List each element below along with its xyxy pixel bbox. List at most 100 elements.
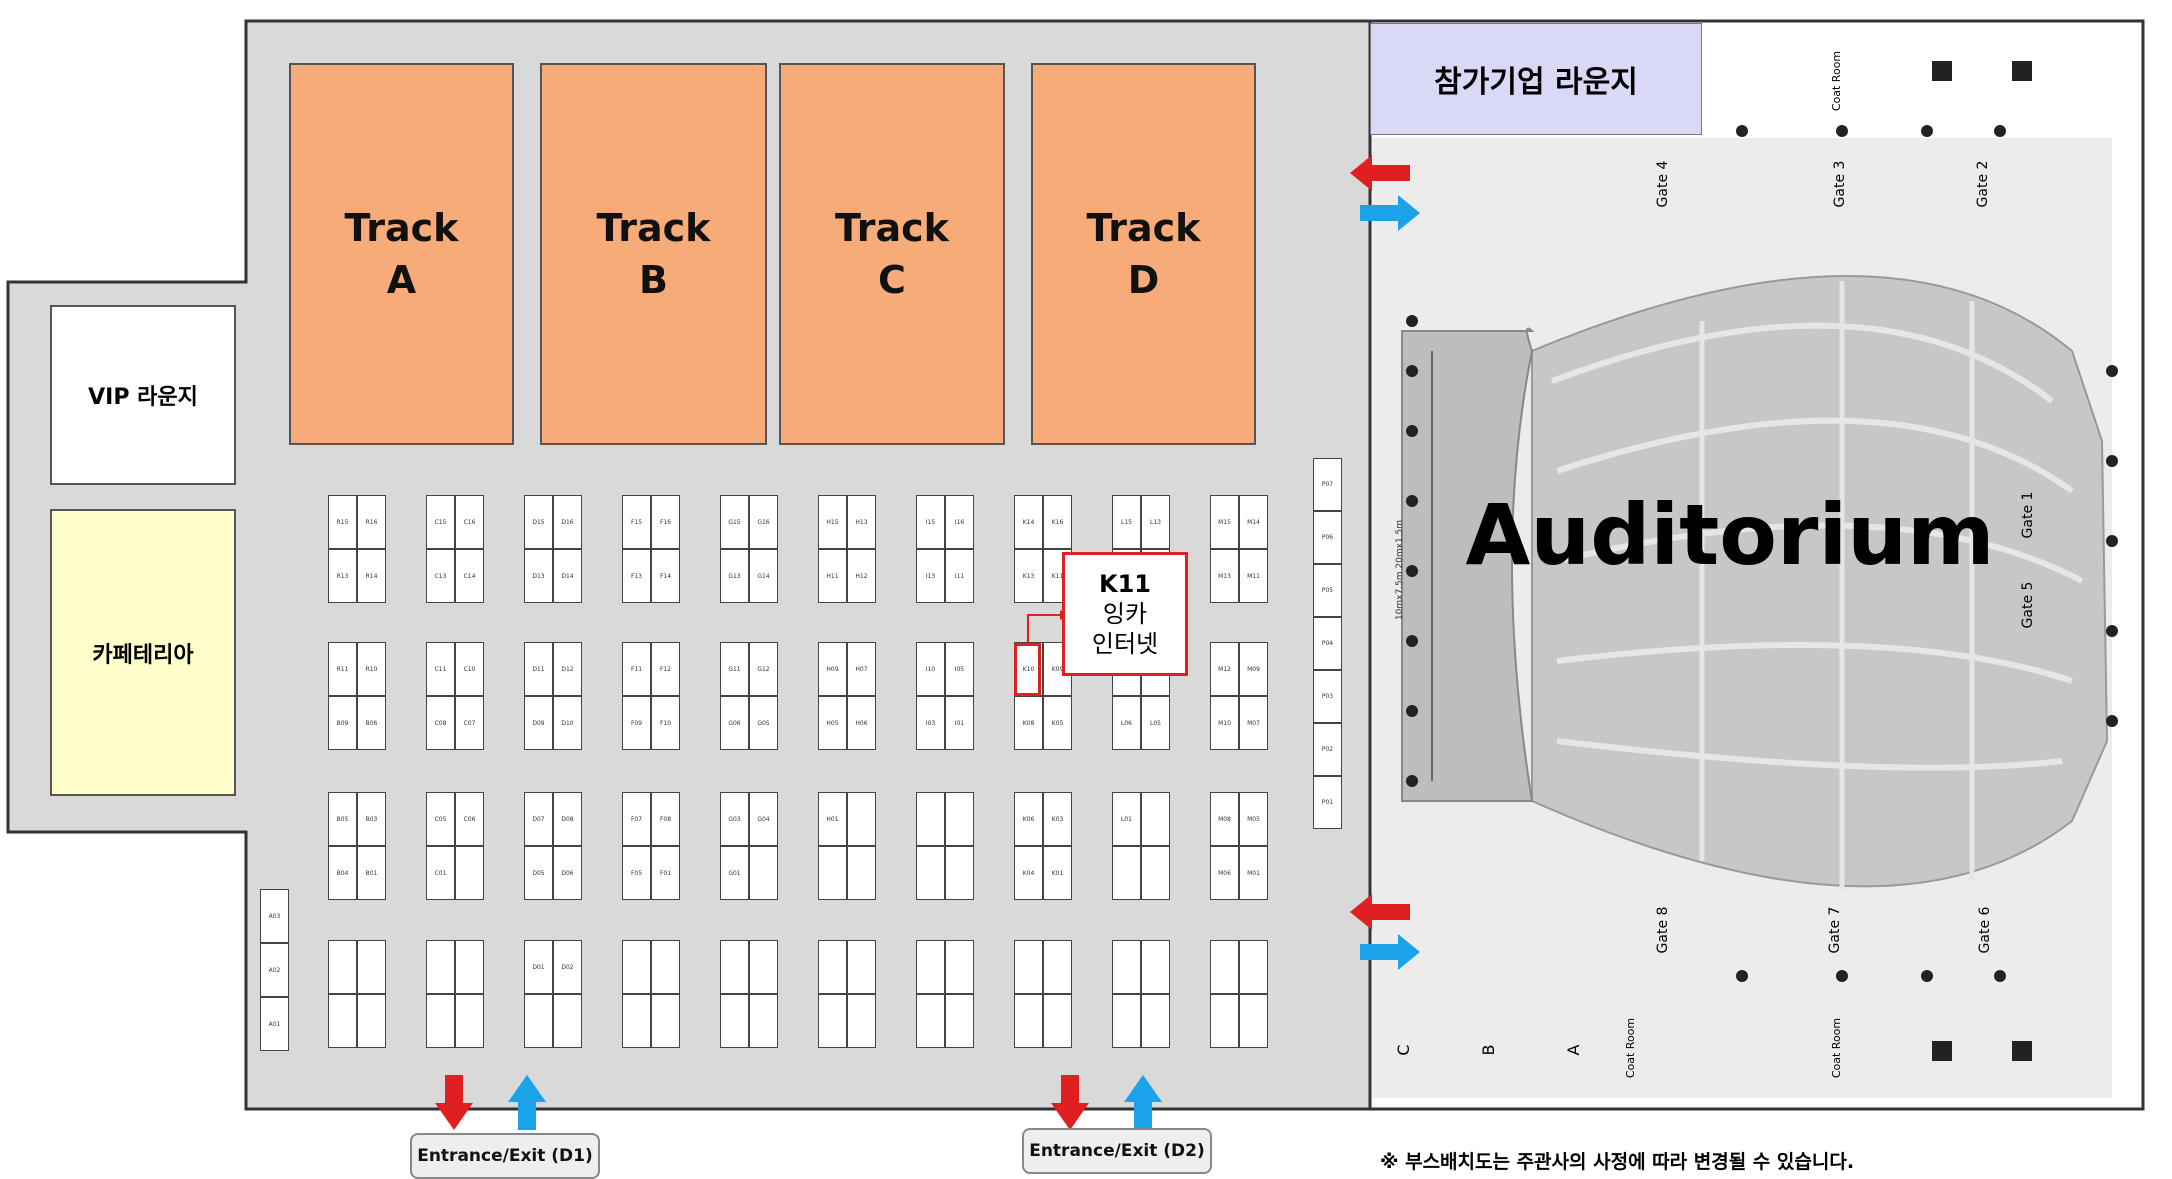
booth[interactable]: I16 [945, 495, 974, 549]
booth[interactable]: A02 [260, 943, 289, 997]
booth[interactable]: D02 [553, 940, 582, 994]
booth[interactable]: G03 [720, 792, 749, 846]
booth[interactable]: P03 [1313, 670, 1342, 723]
booth[interactable] [1210, 994, 1239, 1048]
booth[interactable] [1112, 940, 1141, 994]
booth[interactable]: A01 [260, 997, 289, 1051]
booth[interactable]: R13 [328, 549, 357, 603]
booth[interactable]: G04 [749, 792, 778, 846]
booth[interactable] [651, 940, 680, 994]
booth[interactable]: L01 [1112, 792, 1141, 846]
booth[interactable] [622, 940, 651, 994]
booth[interactable]: K08 [1014, 696, 1043, 750]
booth[interactable] [945, 994, 974, 1048]
booth[interactable]: P05 [1313, 564, 1342, 617]
booth[interactable]: K03 [1043, 792, 1072, 846]
booth[interactable]: P01 [1313, 776, 1342, 829]
booth[interactable]: I13 [916, 549, 945, 603]
booth[interactable]: B05 [328, 792, 357, 846]
booth[interactable]: H05 [818, 696, 847, 750]
booth[interactable]: D11 [524, 642, 553, 696]
booth[interactable]: M01 [1239, 846, 1268, 900]
booth[interactable] [749, 940, 778, 994]
booth[interactable]: K16 [1043, 495, 1072, 549]
booth[interactable]: K14 [1014, 495, 1043, 549]
booth[interactable] [847, 994, 876, 1048]
booth[interactable]: M11 [1239, 549, 1268, 603]
entrance-exit-d1[interactable]: Entrance/Exit (D1) [410, 1133, 600, 1179]
booth[interactable]: L06 [1112, 696, 1141, 750]
booth[interactable] [945, 792, 974, 846]
booth[interactable]: A03 [260, 889, 289, 943]
booth[interactable]: M14 [1239, 495, 1268, 549]
booth[interactable] [916, 846, 945, 900]
booth[interactable] [524, 994, 553, 1048]
booth[interactable]: M12 [1210, 642, 1239, 696]
booth[interactable]: C06 [455, 792, 484, 846]
booth[interactable]: H07 [847, 642, 876, 696]
booth[interactable]: I10 [916, 642, 945, 696]
booth[interactable]: M09 [1239, 642, 1268, 696]
booth[interactable]: D12 [553, 642, 582, 696]
booth[interactable]: M08 [1210, 792, 1239, 846]
booth[interactable] [455, 994, 484, 1048]
booth[interactable]: C16 [455, 495, 484, 549]
booth[interactable]: D09 [524, 696, 553, 750]
auditorium-label[interactable]: Auditorium [1465, 486, 1995, 584]
booth[interactable]: G01 [720, 846, 749, 900]
booth[interactable]: H15 [818, 495, 847, 549]
booth[interactable]: L05 [1141, 696, 1170, 750]
booth[interactable]: H13 [847, 495, 876, 549]
track-c[interactable]: Track C [779, 63, 1005, 445]
booth[interactable] [847, 792, 876, 846]
booth[interactable]: F16 [651, 495, 680, 549]
booth[interactable] [455, 940, 484, 994]
booth[interactable] [945, 846, 974, 900]
booth[interactable]: G12 [749, 642, 778, 696]
booth[interactable]: C13 [426, 549, 455, 603]
booth[interactable]: P04 [1313, 617, 1342, 670]
booth[interactable]: K13 [1014, 549, 1043, 603]
booth[interactable] [1043, 994, 1072, 1048]
booth[interactable]: R10 [357, 642, 386, 696]
booth[interactable]: I11 [945, 549, 974, 603]
booth[interactable]: F07 [622, 792, 651, 846]
booth[interactable]: K05 [1043, 696, 1072, 750]
cafeteria[interactable]: 카페테리아 [50, 509, 236, 796]
booth[interactable]: F01 [651, 846, 680, 900]
booth[interactable]: C01 [426, 846, 455, 900]
booth[interactable] [1043, 940, 1072, 994]
booth[interactable] [426, 994, 455, 1048]
booth[interactable]: F08 [651, 792, 680, 846]
booth[interactable] [1141, 846, 1170, 900]
booth[interactable]: B01 [357, 846, 386, 900]
booth[interactable] [1239, 994, 1268, 1048]
booth[interactable] [1141, 792, 1170, 846]
booth[interactable]: R14 [357, 549, 386, 603]
booth[interactable] [847, 940, 876, 994]
booth[interactable]: B03 [357, 792, 386, 846]
booth[interactable]: F13 [622, 549, 651, 603]
booth[interactable] [1141, 940, 1170, 994]
booth[interactable] [328, 940, 357, 994]
booth[interactable]: G15 [720, 495, 749, 549]
booth[interactable] [455, 846, 484, 900]
booth[interactable]: R11 [328, 642, 357, 696]
booth[interactable] [818, 940, 847, 994]
booth[interactable] [749, 994, 778, 1048]
booth[interactable]: C11 [426, 642, 455, 696]
booth[interactable]: L13 [1141, 495, 1170, 549]
booth[interactable] [1014, 994, 1043, 1048]
booth[interactable]: F12 [651, 642, 680, 696]
booth[interactable]: D15 [524, 495, 553, 549]
booth[interactable] [553, 994, 582, 1048]
booth[interactable]: P07 [1313, 458, 1342, 511]
booth[interactable]: F11 [622, 642, 651, 696]
booth[interactable]: H01 [818, 792, 847, 846]
booth[interactable] [1210, 940, 1239, 994]
booth[interactable]: I15 [916, 495, 945, 549]
booth[interactable] [1112, 994, 1141, 1048]
booth[interactable] [1014, 940, 1043, 994]
booth[interactable]: H11 [818, 549, 847, 603]
exhibitor-lounge[interactable]: 참가기업 라운지 [1370, 23, 1702, 135]
